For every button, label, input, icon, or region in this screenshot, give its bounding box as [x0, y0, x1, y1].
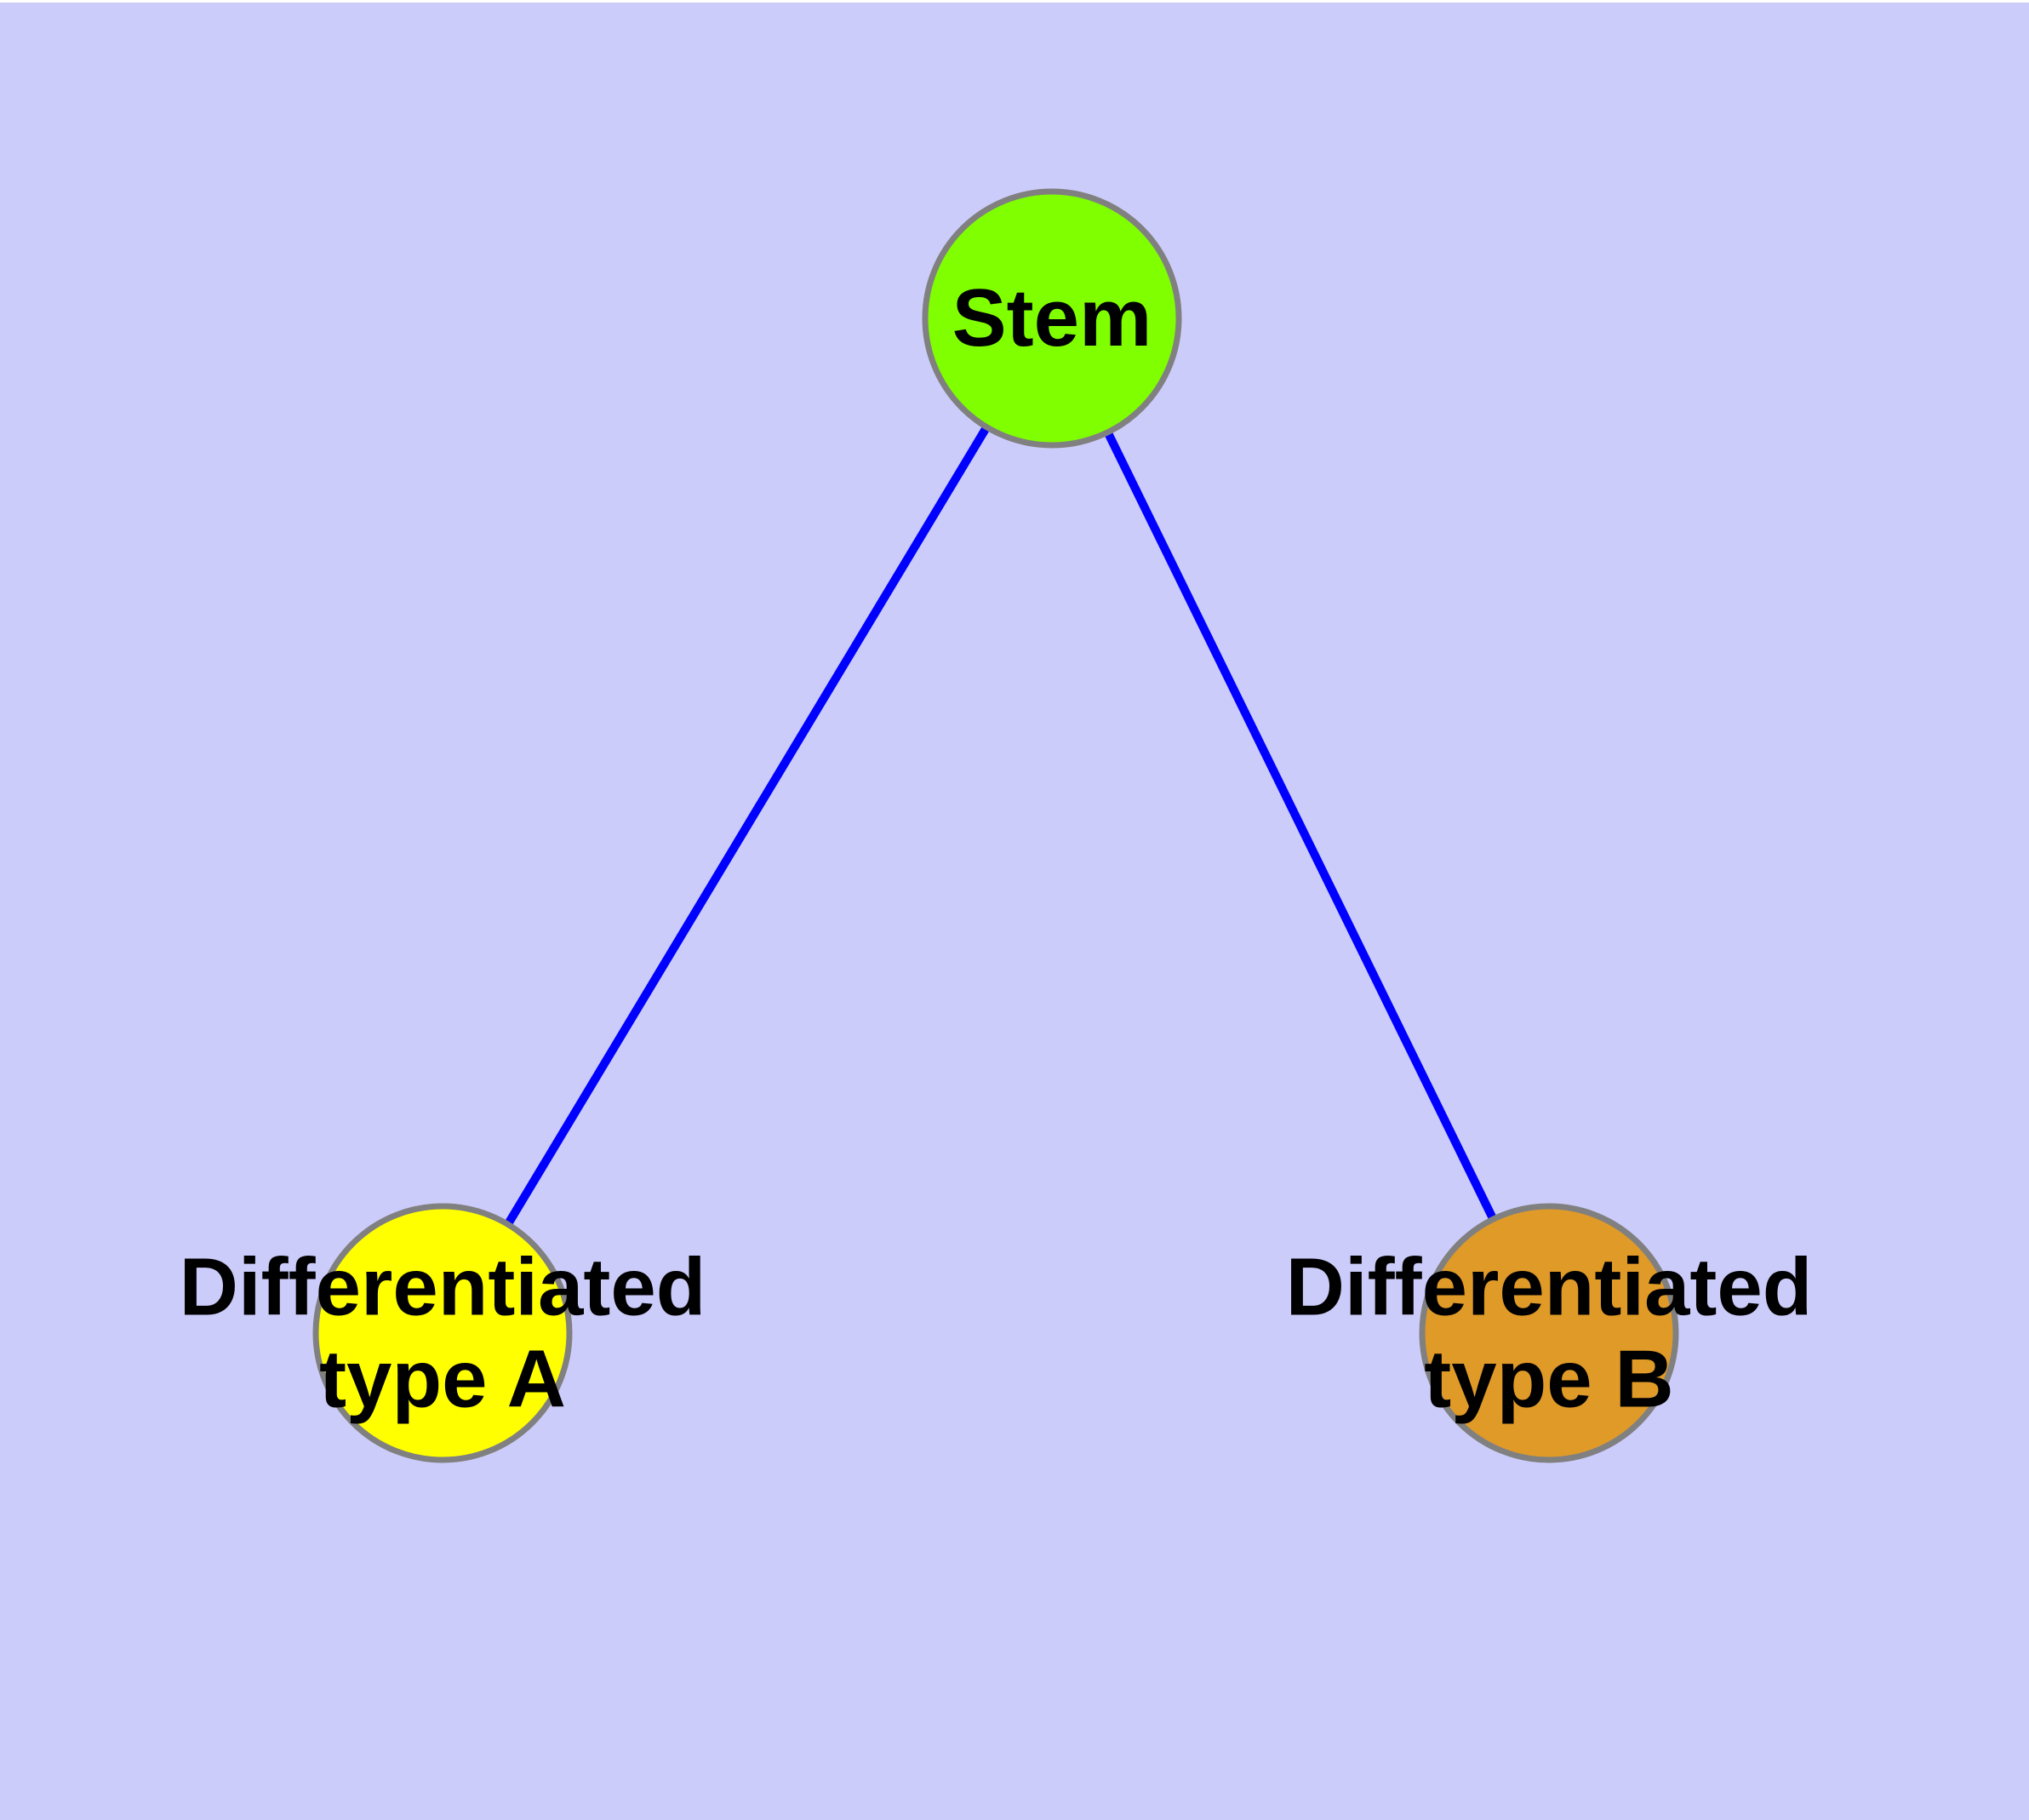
graph-node-diff_b[interactable]: [1419, 1203, 1679, 1463]
graph-edge-stem-to-a: [438, 316, 1056, 1336]
graph-node-stem[interactable]: [922, 188, 1182, 449]
graph-node-diff_a[interactable]: [312, 1203, 573, 1463]
edge-layer: [438, 316, 1553, 1336]
graph-edge-stem-to-b: [1048, 316, 1553, 1336]
node-layer: [312, 188, 1679, 1463]
